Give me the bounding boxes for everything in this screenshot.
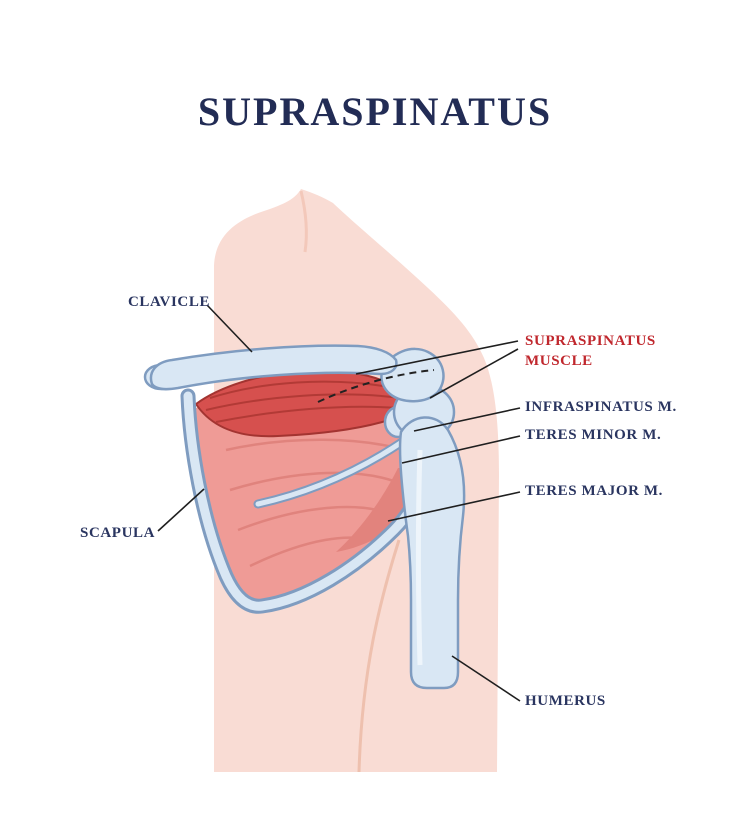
diagram-title: SUPRASPINATUS (197, 89, 553, 134)
leader-line-teres-major (387, 491, 521, 522)
leader-line-supraspinatus-2 (429, 348, 519, 399)
label-humerus: HUMERUS (525, 693, 606, 709)
clavicle-bone (143, 344, 398, 391)
label-teres-major: TERES MAJOR M. (525, 483, 663, 499)
leader-line-infraspinatus (413, 407, 521, 432)
label-infraspinatus: INFRASPINATUS M. (525, 399, 677, 415)
label-supraspinatus-muscle: SUPRASPINATUS MUSCLE (525, 333, 656, 370)
leader-line-teres-minor (401, 435, 521, 464)
label-clavicle: CLAVICLE (128, 294, 211, 310)
leader-lines (157, 304, 521, 702)
leader-line-scapula (157, 488, 205, 532)
neck-shade-line (299, 190, 308, 253)
leader-line-supraspinatus-1 (355, 340, 519, 375)
label-teres-minor: TERES MINOR M. (525, 427, 662, 443)
arm-crease-line (357, 539, 401, 773)
hidden-tendon-dashed-line (317, 369, 435, 403)
leader-line-humerus (451, 655, 521, 702)
teres-major-muscle-shape (336, 468, 419, 552)
leader-line-clavicle (206, 304, 253, 353)
label-scapula: SCAPULA (80, 525, 156, 541)
